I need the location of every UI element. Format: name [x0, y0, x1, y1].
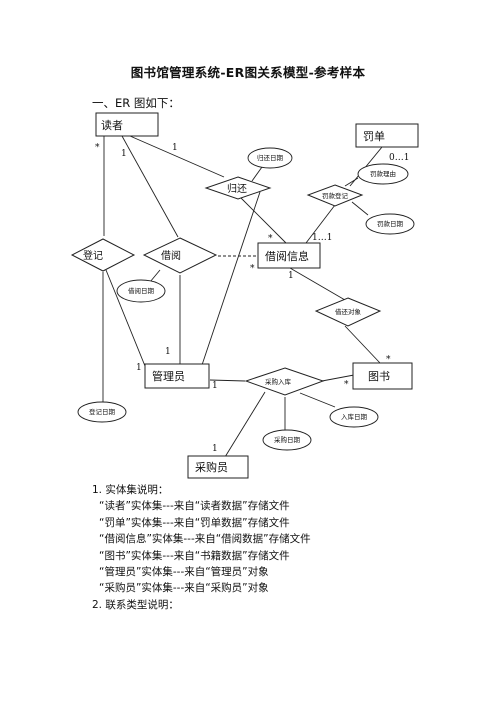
card-reader-borrow: 1 — [121, 149, 127, 159]
card-reader-register: * — [95, 143, 100, 153]
attr-purchase-date: 采购日期 — [274, 435, 301, 444]
relation-type-heading: 2. 联系类型说明： — [92, 598, 179, 611]
entity-set-heading: 1. 实体集说明： — [92, 484, 169, 496]
line-borrowinfo-target — [289, 267, 346, 301]
rel-register-diamond — [70, 238, 136, 272]
line-return-admin — [201, 191, 261, 366]
entity-reader: 读者 — [101, 118, 123, 132]
entity-line: “罚单”实体集---来自“罚单数据”存储文件 — [99, 516, 290, 529]
card-purchaser: 1 — [212, 444, 218, 454]
entity-book: 图书 — [368, 370, 390, 383]
entity-purchaser: 采购员 — [195, 460, 228, 474]
entity-borrowinfo-box — [257, 242, 321, 269]
attr-return-date: 归还日期 — [257, 153, 284, 162]
card-admin-borrow: 1 — [165, 347, 171, 357]
card-book-purchase: * — [344, 380, 349, 390]
line-admin-purchase — [209, 379, 246, 382]
attr-fine-reason: 罚款理由 — [370, 169, 396, 178]
entity-line: “采购员”实体集---来自“采购员”对象 — [99, 582, 269, 595]
rel-register: 登记 — [83, 249, 103, 262]
document-title: 图书馆管理系统-ER图关系模型-参考样本 — [130, 65, 366, 80]
entity-line: “借阅信息”实体集---来自“借阅数据”存储文件 — [99, 533, 311, 546]
section-heading: 一、ER 图如下： — [92, 96, 180, 110]
line-reader-return — [129, 135, 225, 178]
line-target-book — [344, 325, 381, 364]
attr-stock-date: 入库日期 — [341, 412, 368, 421]
entity-book-box — [352, 362, 413, 390]
card-admin-purchase: 1 — [212, 381, 218, 391]
entity-reader-box — [95, 112, 159, 137]
entity-line: “管理员”实体集---来自“管理员”对象 — [99, 566, 269, 579]
entity-purchaser-box — [187, 455, 249, 479]
card-borrowinfo-left: * — [250, 264, 255, 274]
entity-admin-box — [144, 363, 210, 389]
line-register-admin — [105, 269, 146, 367]
line-purchase-purchaser — [224, 391, 266, 458]
er-diagram: 读者 罚单 借阅信息 图书 管理员 采购员 归还 罚款登记 登记 借阅 借还对象… — [70, 112, 419, 479]
entity-fine: 罚单 — [363, 130, 385, 143]
line-return-borrowinfo — [239, 196, 287, 244]
line-fineregister-borrowinfo — [305, 204, 336, 244]
card-admin-register: 1 — [136, 363, 142, 373]
rel-return-diamond — [204, 176, 272, 200]
attr-purchasedate-ellipse — [262, 429, 312, 451]
card-book-target: * — [386, 355, 391, 365]
attr-borrowdate-ellipse — [116, 279, 166, 303]
attr-stockdate-ellipse — [329, 406, 379, 428]
entity-line: “读者”实体集---来自“读者数据”存储文件 — [99, 500, 290, 513]
rel-purchase: 采购入库 — [265, 377, 292, 386]
rel-fineregister: 罚款登记 — [322, 191, 349, 200]
entity-borrowinfo: 借阅信息 — [265, 249, 309, 263]
entity-line: “图书”实体集---来自“书籍数据”存储文件 — [99, 549, 290, 562]
line-fineregister-reason — [344, 177, 359, 187]
line-purchase-book — [321, 374, 355, 382]
attr-registerdate-ellipse — [77, 401, 127, 423]
attr-finereason-ellipse — [357, 163, 409, 185]
rel-return: 归还 — [227, 182, 247, 195]
rel-borrowtarget: 借还对象 — [335, 307, 362, 316]
attr-finedate-ellipse — [365, 213, 415, 235]
line-reader-borrow — [121, 135, 179, 238]
entity-admin: 管理员 — [152, 369, 185, 383]
rel-borrow-diamond — [142, 237, 218, 274]
card-borrowinfo-fine: 1…1 — [312, 233, 332, 243]
rel-borrowtarget-diamond — [314, 297, 382, 327]
line-borrow-date — [149, 269, 161, 283]
card-borrowinfo-return: * — [268, 234, 273, 244]
rel-fineregister-diamond — [306, 184, 364, 207]
attr-borrow-date: 借阅日期 — [128, 286, 155, 295]
rel-purchase-diamond — [244, 367, 325, 396]
line-purchase-stockdate — [299, 392, 336, 408]
body-text: 1. 实体集说明： “读者”实体集---来自“读者数据”存储文件 “罚单”实体集… — [92, 482, 311, 613]
line-fineregister-date — [351, 201, 369, 216]
attr-fine-date: 罚款日期 — [377, 219, 404, 228]
line-return-date — [251, 166, 263, 182]
attr-returndate-ellipse — [247, 147, 293, 169]
attr-register-date: 登记日期 — [89, 407, 116, 416]
entity-fine-box — [355, 123, 419, 148]
card-reader-return: 1 — [172, 143, 178, 153]
card-borrowinfo-bottom: 1 — [288, 271, 294, 281]
card-fine: 0…1 — [389, 153, 409, 163]
rel-borrow: 借阅 — [161, 249, 181, 262]
